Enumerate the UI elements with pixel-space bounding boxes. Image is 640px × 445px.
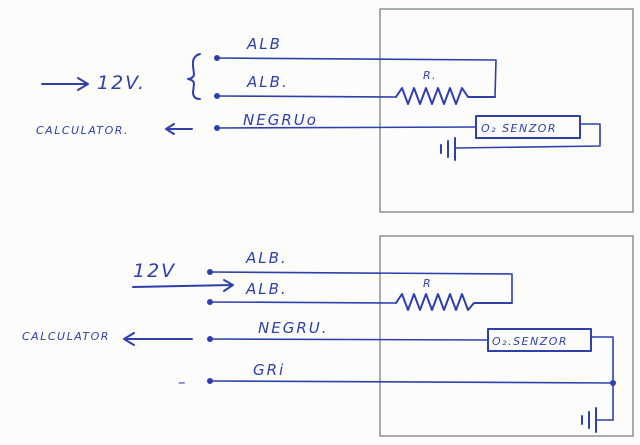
top-diagram: 12V. ALB ALB. NEGRUo R. O₂ SENZOR CALCUL… xyxy=(36,8,634,213)
top-wire-alb-1 xyxy=(216,57,497,98)
top-wire-alb-2 xyxy=(216,95,397,98)
bottom-wire-label-alb-1: ALB. xyxy=(245,249,288,267)
bottom-voltage-label: 12V xyxy=(133,260,176,282)
bottom-ground-symbol xyxy=(581,407,597,433)
bottom-resistor xyxy=(395,293,513,311)
top-ground-symbol xyxy=(440,137,456,161)
bottom-wire-gri xyxy=(209,380,614,384)
top-sensor-box xyxy=(475,115,581,139)
bottom-sensor-box xyxy=(487,328,592,352)
top-wire-label-alb-2: ALB. xyxy=(246,73,289,91)
bottom-diagram: 12V ALB. ALB. NEGRU. GRi R O₂.SENZOR CAL… xyxy=(22,235,634,437)
bottom-wire-alb-1 xyxy=(209,271,513,304)
bottom-sensor-return-wire xyxy=(590,336,614,421)
top-enclosure-box xyxy=(379,8,634,213)
top-voltage-label: 12V. xyxy=(97,72,146,94)
top-wire-negru xyxy=(216,126,477,129)
bottom-calculator-arrow xyxy=(123,332,193,346)
top-sensor-label: O₂ SENZOR xyxy=(481,122,557,135)
top-resistor xyxy=(395,87,496,105)
top-calculator-label: CALCULATOR. xyxy=(36,124,129,137)
bottom-junction-dot xyxy=(610,380,616,386)
bottom-wire-negru xyxy=(209,338,489,341)
top-resistor-label: R. xyxy=(423,69,437,82)
bottom-sensor-label: O₂.SENZOR xyxy=(492,335,568,348)
top-voltage-arrow xyxy=(41,77,89,91)
bottom-wire-alb-2 xyxy=(209,301,397,304)
bottom-voltage-arrow xyxy=(132,279,234,292)
bottom-minus-label: – xyxy=(178,373,188,391)
bottom-enclosure-box xyxy=(379,235,634,437)
top-wire-label-alb-1: ALB xyxy=(246,35,282,53)
bottom-wire-label-gri: GRi xyxy=(253,361,285,379)
top-curly-brace xyxy=(187,53,201,100)
top-wire-label-negru: NEGRUo xyxy=(243,111,318,129)
bottom-calculator-label: CALCULATOR xyxy=(22,330,110,343)
top-ground-wire xyxy=(454,123,601,149)
top-calculator-arrow xyxy=(165,123,193,135)
bottom-wire-label-negru: NEGRU. xyxy=(258,319,329,337)
bottom-wire-label-alb-2: ALB. xyxy=(245,280,288,298)
bottom-resistor-label: R xyxy=(423,277,432,290)
